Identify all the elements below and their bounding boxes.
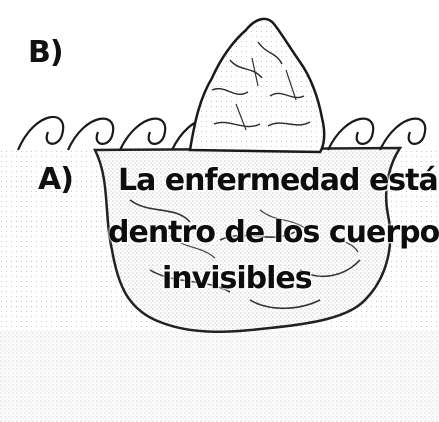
label-b: B) <box>28 38 63 68</box>
label-a: A) <box>38 165 73 195</box>
iceberg-tip <box>190 19 324 152</box>
caption-line-3: invisibles <box>162 264 312 294</box>
caption-line-1: La enfermedad está <box>118 166 438 196</box>
caption-line-2: dentro de los cuerpos <box>108 218 439 248</box>
water-deep <box>0 330 439 422</box>
